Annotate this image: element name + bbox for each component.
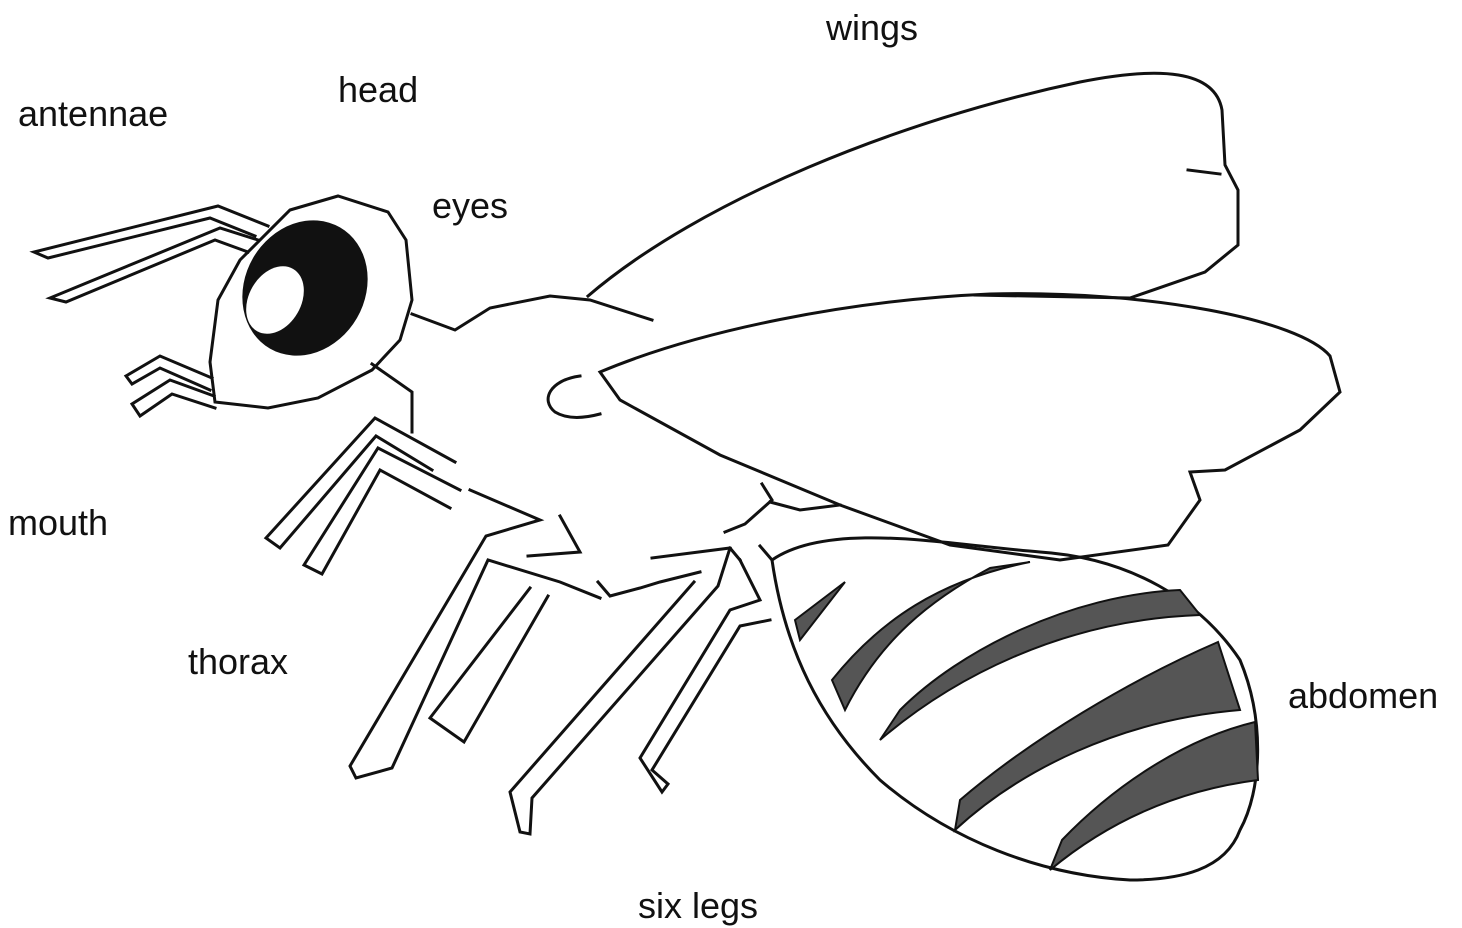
stripe-1: [795, 582, 845, 640]
label-abdomen: abdomen: [1288, 678, 1438, 714]
mouthpart-1: [126, 356, 212, 390]
label-eyes: eyes: [432, 188, 508, 224]
label-head: head: [338, 72, 418, 108]
label-thorax: thorax: [188, 644, 288, 680]
leg-1: [266, 418, 455, 548]
waist-connector: [652, 546, 772, 560]
thorax-lower: [372, 364, 412, 432]
stripe-4: [955, 642, 1240, 830]
eye: [218, 197, 392, 378]
back-wing-fold: [1188, 170, 1220, 174]
leg-2: [304, 448, 460, 574]
label-antennae: antennae: [18, 96, 168, 132]
label-wings: wings: [826, 10, 918, 46]
leg-4: [430, 588, 548, 742]
thorax-outline: [412, 296, 652, 330]
label-six-legs: six legs: [638, 888, 758, 924]
front-wing: [600, 294, 1340, 560]
label-mouth: mouth: [8, 505, 108, 541]
leg-6: [640, 560, 770, 792]
wing-base-curve: [548, 376, 600, 418]
leg-5: [510, 548, 730, 834]
waist: [725, 484, 840, 532]
leg-3: [350, 490, 600, 778]
back-wing: [588, 73, 1238, 298]
